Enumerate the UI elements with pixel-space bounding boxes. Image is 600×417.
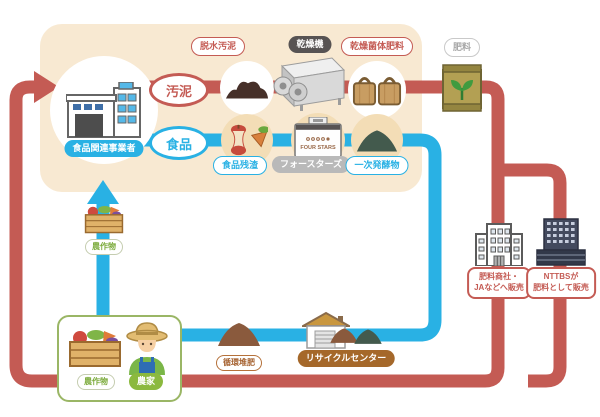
- dried-fertilizer-node: [348, 61, 406, 119]
- nttbs-sale-label: NTTBSが 肥料として販売: [526, 267, 596, 299]
- office-building-icon: [475, 223, 523, 266]
- dewatered-sludge-node: [220, 61, 274, 115]
- recycle-center-label: リサイクルセンター: [297, 350, 395, 367]
- nttbs-sale-line1: NTTBSが: [543, 272, 579, 281]
- four-stars-label: フォースターズ: [271, 156, 351, 173]
- ferment-mound-icon: [356, 130, 398, 152]
- compost-mound-icon: [218, 323, 260, 346]
- sludge-pile-icon: [225, 81, 269, 99]
- vegetable-crate-icon: [69, 330, 121, 367]
- fertilizer-bags-icon: [352, 77, 402, 106]
- food-residue-label: 食品残渣: [212, 156, 268, 175]
- food-flow-badge: 食品: [149, 126, 209, 160]
- nttbs-building-icon: [536, 218, 586, 266]
- primary-ferment-label: 一次発酵物: [345, 156, 409, 175]
- up-arrow-icon: [87, 180, 119, 204]
- food-scraps-icon: [230, 124, 268, 156]
- fertilizer-trader-label: 肥料商社・ JAなどへ販売: [467, 267, 531, 299]
- fertilizer-trader-line2: JAなどへ販売: [474, 282, 524, 292]
- four-stars-machine-icon: FOUR STARS: [294, 117, 342, 158]
- crops-shipment-label: 農作物: [85, 239, 123, 255]
- crops-shipment-crate-icon: [84, 205, 124, 234]
- center-brown-mound-icon: [330, 328, 358, 343]
- four-stars-machine-text: FOUR STARS: [300, 145, 336, 151]
- compost-label: 循環堆肥: [216, 355, 262, 371]
- dewatered-sludge-label: 脱水汚泥: [190, 37, 246, 56]
- crops-label: 農作物: [77, 374, 115, 390]
- fertilizer-label: 肥料: [443, 38, 481, 57]
- sludge-flow-badge: 汚泥: [149, 73, 209, 107]
- dryer-machine-icon: [273, 57, 346, 111]
- farmer-label: 農家: [128, 373, 164, 390]
- factory-building-icon: [66, 82, 141, 138]
- red-cycle-path: [9, 80, 505, 388]
- nttbs-sale-line2: 肥料として販売: [533, 282, 589, 292]
- center-green-mound-icon: [354, 329, 382, 344]
- fertilizer-sack-icon: [442, 64, 482, 112]
- fertilizer-trader-line1: 肥料商社・: [478, 272, 519, 281]
- business-label: 食品関連事業者: [64, 140, 144, 157]
- blue-cycle-path: [140, 133, 442, 342]
- farmer-icon: [126, 322, 168, 375]
- right-arrow-icon: [34, 71, 59, 103]
- dried-fertilizer-label: 乾燥菌体肥料: [340, 37, 414, 56]
- dryer-label: 乾燥機: [288, 36, 332, 53]
